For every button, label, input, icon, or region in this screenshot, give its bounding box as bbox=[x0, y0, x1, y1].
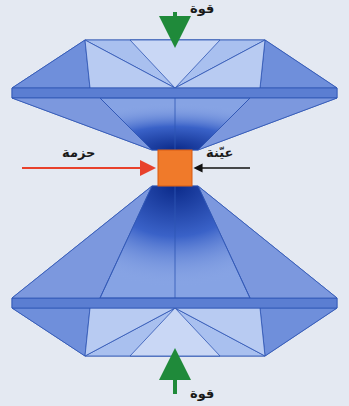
lower-diamond bbox=[12, 186, 337, 356]
force-arrow bbox=[173, 364, 177, 394]
upper-diamond bbox=[12, 40, 337, 150]
beam-arrow bbox=[22, 167, 148, 169]
force-label: قوة bbox=[190, 386, 214, 402]
sample-label: عيّنة bbox=[206, 145, 233, 161]
beam-label: حزمة bbox=[62, 145, 95, 161]
sample-square bbox=[158, 150, 192, 186]
force-arrow bbox=[173, 12, 177, 32]
leader-line bbox=[198, 167, 250, 168]
force-label: قوة bbox=[190, 1, 214, 17]
